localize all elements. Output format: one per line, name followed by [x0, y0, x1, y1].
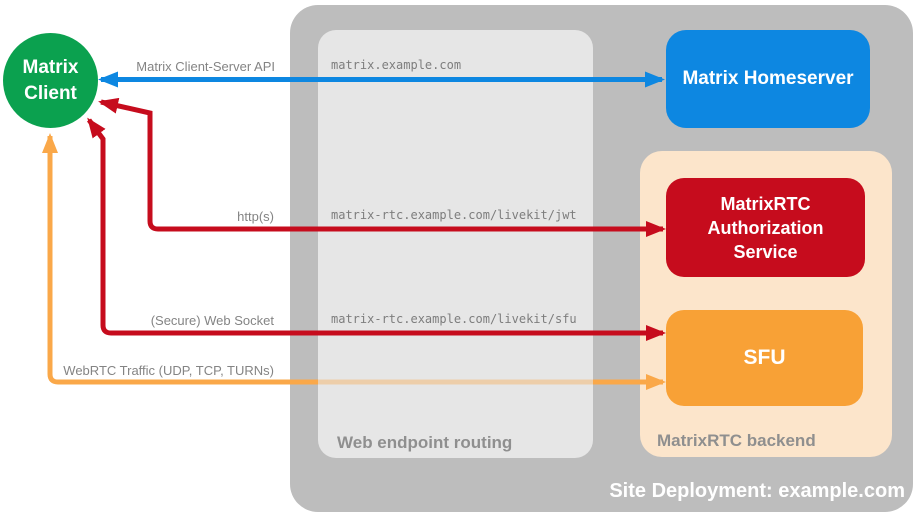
matrix-client-label: Matrix Client	[22, 56, 79, 104]
edge-label-https: http(s)	[237, 209, 274, 224]
site-deployment-title: Site Deployment: example.com	[609, 480, 905, 502]
route-url-livekit-sfu: matrix-rtc.example.com/livekit/sfu	[331, 312, 577, 326]
edge-label-websocket: (Secure) Web Socket	[150, 313, 274, 328]
matrix-client-node: Matrix Client	[3, 33, 98, 128]
matrixrtc-backend-label: MatrixRTC backend	[657, 431, 816, 450]
route-url-livekit-jwt: matrix-rtc.example.com/livekit/jwt	[331, 208, 577, 222]
route-url-matrix: matrix.example.com	[331, 58, 462, 72]
matrix-homeserver-label: Matrix Homeserver	[682, 68, 854, 89]
sfu-node: SFU	[666, 310, 863, 406]
matrix-homeserver-node: Matrix Homeserver	[666, 30, 870, 128]
edge-webrtc-left	[42, 133, 318, 385]
edge-label-webrtc: WebRTC Traffic (UDP, TCP, TURNs)	[63, 363, 274, 378]
matrixrtc-auth-service-label: MatrixRTC Authorization Service	[707, 193, 824, 262]
edge-label-client-server-api: Matrix Client-Server API	[136, 59, 275, 74]
sfu-label: SFU	[743, 346, 786, 369]
matrixrtc-auth-service-node: MatrixRTC Authorization Service	[666, 178, 865, 277]
web-endpoint-routing-container	[318, 30, 593, 458]
web-endpoint-routing-label: Web endpoint routing	[337, 433, 513, 452]
